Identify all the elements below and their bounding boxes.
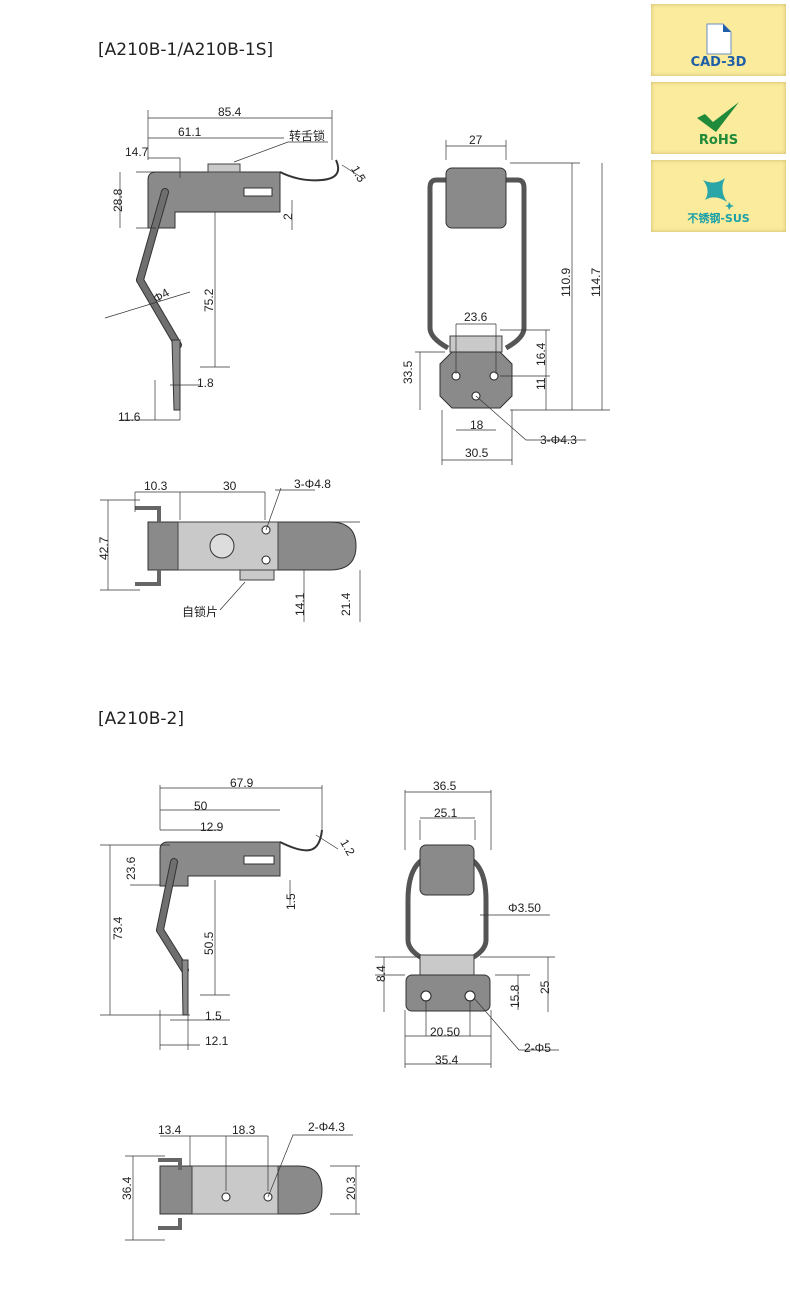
dim-label: 67.9 xyxy=(230,776,254,790)
dim-label: 20.50 xyxy=(430,1025,460,1039)
dim-label: 12.9 xyxy=(200,820,224,834)
dim-label: 50 xyxy=(194,799,208,813)
dim-label: 10.3 xyxy=(144,479,168,493)
checkmark-icon xyxy=(696,102,739,132)
dim-label: 12.1 xyxy=(205,1034,229,1048)
dim-label: 18 xyxy=(470,418,484,432)
dim-label: 20.3 xyxy=(344,1176,358,1200)
dim-label: 1.2 xyxy=(337,837,358,859)
dim-label: 85.4 xyxy=(218,105,242,119)
dim-label: 28.8 xyxy=(111,188,125,212)
dim-label: 2-Φ4.3 xyxy=(308,1120,345,1134)
dim-label: 2-Φ5 xyxy=(524,1041,551,1055)
dim-label: Φ3.50 xyxy=(508,901,541,915)
front-view-1: 27 110.9 114.7 23.6 16.4 33.5 11 18 3-Φ4… xyxy=(401,133,610,465)
badge-label: 不锈钢-SUS xyxy=(687,212,750,225)
front-view-2: 36.5 25.1 Φ3.50 8.4 25 15.8 20.50 2-Φ5 3… xyxy=(374,779,559,1068)
dim-label: 42.7 xyxy=(97,536,111,560)
dim-label: 16.4 xyxy=(534,342,548,366)
badge-label: RoHS xyxy=(698,133,739,148)
dim-label: 114.7 xyxy=(589,268,603,297)
sparkle-icon xyxy=(702,178,734,210)
dim-label: 11 xyxy=(534,377,548,390)
top-view-1: 10.3 30 3-Φ4.8 42.7 14.1 21.4 自锁片 xyxy=(97,477,361,622)
dim-label: 25.1 xyxy=(434,806,458,820)
dim-label: 36.5 xyxy=(433,779,457,793)
dim-label: 27 xyxy=(469,133,483,147)
dim-label: 23.6 xyxy=(124,856,138,880)
dim-label: 1.5 xyxy=(205,1009,222,1023)
badge-label: CAD-3D xyxy=(690,55,747,70)
dim-label: 36.4 xyxy=(120,1176,134,1200)
dim-label: 23.6 xyxy=(464,310,488,324)
dim-label: 75.2 xyxy=(202,288,216,312)
badge-cad-3d[interactable]: CAD-3D xyxy=(651,4,786,76)
dim-label: 13.4 xyxy=(158,1123,182,1137)
annotation-self-lock-plate: 自锁片 xyxy=(182,604,218,619)
dim-label: 35.4 xyxy=(435,1053,459,1067)
dim-label: 30 xyxy=(223,479,237,493)
dim-label: 1.5 xyxy=(284,893,298,910)
dim-label: 15.8 xyxy=(508,984,522,1008)
dim-label: 2 xyxy=(281,213,295,220)
dim-label: 3-Φ4.3 xyxy=(540,433,577,447)
dim-label: 21.4 xyxy=(339,592,353,616)
dim-label: 50.5 xyxy=(202,931,216,955)
document-icon xyxy=(706,23,731,55)
side-view-2: 67.9 50 12.9 1.2 23.6 73.4 1.5 50.5 1.5 … xyxy=(100,776,358,1050)
dim-label: 25 xyxy=(538,980,552,994)
dim-label: 73.4 xyxy=(111,916,125,940)
section2-title: [A210B-2] xyxy=(98,709,184,729)
dim-label: 1.8 xyxy=(197,376,214,390)
badge-sus[interactable]: 不锈钢-SUS xyxy=(651,160,786,232)
dim-label: 14.1 xyxy=(293,592,307,616)
dim-label: 30.5 xyxy=(465,446,489,460)
dim-label: 14.7 xyxy=(125,145,149,159)
annotation-rotary-latch: 转舌锁 xyxy=(289,128,325,143)
section1-title: [A210B-1/A210B-1S] xyxy=(98,40,273,60)
dim-label: 18.3 xyxy=(232,1123,256,1137)
dim-label: 8.4 xyxy=(374,965,388,982)
dim-label: 61.1 xyxy=(178,125,202,139)
dim-label: 1.5 xyxy=(348,163,369,185)
dim-label: 3-Φ4.8 xyxy=(294,477,331,491)
dim-label: 33.5 xyxy=(401,360,415,384)
top-view-2: 13.4 18.3 2-Φ4.3 36.4 20.3 xyxy=(120,1120,360,1241)
dim-label: 11.6 xyxy=(118,410,141,424)
side-view-1: 85.4 61.1 转舌锁 14.7 1.5 28.8 2 75.2 Φ4 1.… xyxy=(104,105,369,424)
dim-label: 110.9 xyxy=(559,268,573,297)
badge-rohs[interactable]: RoHS xyxy=(651,82,786,154)
